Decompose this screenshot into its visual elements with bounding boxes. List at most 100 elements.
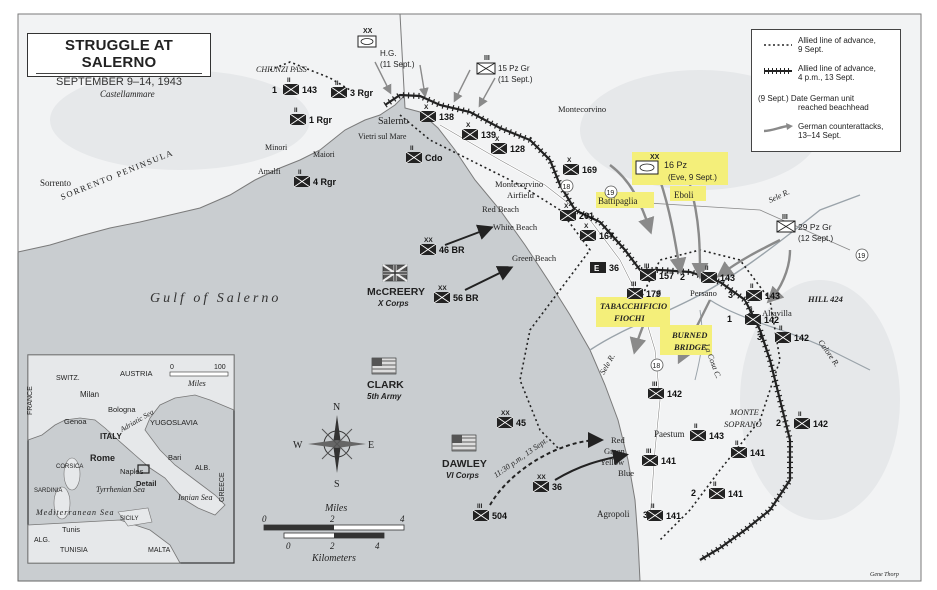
road-shield-18b: 18 <box>650 358 664 372</box>
unit-cross <box>490 142 508 155</box>
place-castellammare: Castellammare <box>100 89 155 99</box>
commander-dawley-unit: VI Corps <box>446 471 479 480</box>
beach-yellow-south: Yellow <box>600 457 625 467</box>
unit-size: II <box>713 481 717 488</box>
unit-cross <box>579 229 597 242</box>
flag-us-clark <box>371 357 397 375</box>
allied-line-9-sept <box>399 114 591 451</box>
unit-number: 3 Rgr <box>350 88 374 98</box>
unit-cross <box>330 86 348 99</box>
unit-number: 142 <box>764 315 779 325</box>
flag-british <box>382 264 408 282</box>
unit-number: 141 <box>750 448 765 458</box>
unit-size: X <box>564 203 569 210</box>
unit-size: XX <box>438 285 447 292</box>
legend-dotted-icon <box>764 44 792 46</box>
allied-unit-u2_141: 2 <box>691 488 696 498</box>
unit-number: 36 <box>552 482 562 492</box>
allied-unit-u3_143: 3 <box>728 290 733 300</box>
svg-text:GREECE: GREECE <box>219 472 226 502</box>
unit-size: II <box>410 145 414 152</box>
road-shield-19b: 19 <box>855 248 869 262</box>
unit-cross <box>405 151 423 164</box>
unit-number: 4 Rgr <box>313 177 337 187</box>
highlight-eboli <box>670 186 706 201</box>
allied-line-13-sept-ticks <box>383 91 793 563</box>
allied-line-9-sept-b <box>639 249 781 541</box>
unit-size: II <box>298 169 302 176</box>
unit-cross <box>744 313 762 326</box>
place-monte: MONTE <box>729 407 760 417</box>
place-burned: BURNED <box>671 330 707 340</box>
unit-size: II <box>335 80 339 87</box>
allied-unit-rgr1a: 1 <box>272 85 277 95</box>
unit-size: III <box>631 281 637 288</box>
road-18-outline <box>439 124 661 521</box>
unit-number: 142 <box>813 419 828 429</box>
unit-number: 3 <box>728 290 733 300</box>
svg-text:(12 Sept.): (12 Sept.) <box>798 234 833 243</box>
unit-size: III <box>477 503 483 510</box>
unit-number: 3 <box>643 510 648 520</box>
svg-text:Tunis: Tunis <box>62 525 80 534</box>
unit-number: 143 <box>709 431 724 441</box>
unit-number: 2 <box>776 418 781 428</box>
place-montecorvino: Montecorvino <box>558 104 606 114</box>
svg-text:0: 0 <box>262 514 267 524</box>
svg-text:SWITZ.: SWITZ. <box>56 375 80 382</box>
map-title: STRUGGLE AT SALERNO <box>64 37 174 71</box>
svg-text:Rome: Rome <box>90 453 115 463</box>
place-agropoli: Agropoli <box>597 509 630 519</box>
place-battipaglia: Battipaglia <box>598 196 638 206</box>
unit-size: II <box>294 107 298 114</box>
unit-cross <box>730 446 748 459</box>
unit-number: 3 <box>757 332 762 342</box>
svg-text:(11 Sept.): (11 Sept.) <box>380 60 415 69</box>
unit-cross <box>708 487 726 500</box>
unit-size: X <box>424 104 429 111</box>
unit-cross <box>745 289 763 302</box>
place-minori: Minori <box>265 143 288 152</box>
allied-unit-u3_142: 3 <box>757 332 762 342</box>
unit-number: 2 <box>691 488 696 498</box>
place-airfield: Airfield <box>507 190 535 200</box>
place-hill-424: HILL 424 <box>807 294 843 304</box>
commander-clark: CLARK <box>367 379 404 391</box>
place-salerno: Salerno <box>378 116 409 127</box>
unit-number: 45 <box>516 418 526 428</box>
beach-green: Green Beach <box>512 253 557 263</box>
unit-size: II <box>694 423 698 430</box>
unit-number: 141 <box>728 489 743 499</box>
unit-size: X <box>466 122 471 129</box>
unit-size: II <box>779 325 783 332</box>
unit-cross <box>532 480 550 493</box>
svg-text:ALB.: ALB. <box>195 465 210 472</box>
beach-blue-south: Blue <box>618 468 634 478</box>
german-unit-hg: XX H.G. (11 Sept.) <box>357 28 415 69</box>
unit-cross <box>472 509 490 522</box>
unit-size: II <box>287 77 291 84</box>
unit-number: 1 Rgr <box>309 115 333 125</box>
unit-cross <box>647 387 665 400</box>
place-maiori: Maiori <box>313 150 336 159</box>
place-sorrento: Sorrento <box>40 178 71 188</box>
unit-number: 1 <box>727 314 732 324</box>
svg-text:III: III <box>782 214 788 221</box>
legend-row-date: (9 Sept.) Date German unit reached beach… <box>758 92 898 116</box>
svg-text:Genoa: Genoa <box>64 417 87 426</box>
svg-text:Mediterranean Sea: Mediterranean Sea <box>35 508 115 517</box>
unit-size: III <box>652 381 658 388</box>
svg-text:4: 4 <box>375 541 380 551</box>
svg-text:19: 19 <box>607 190 615 197</box>
